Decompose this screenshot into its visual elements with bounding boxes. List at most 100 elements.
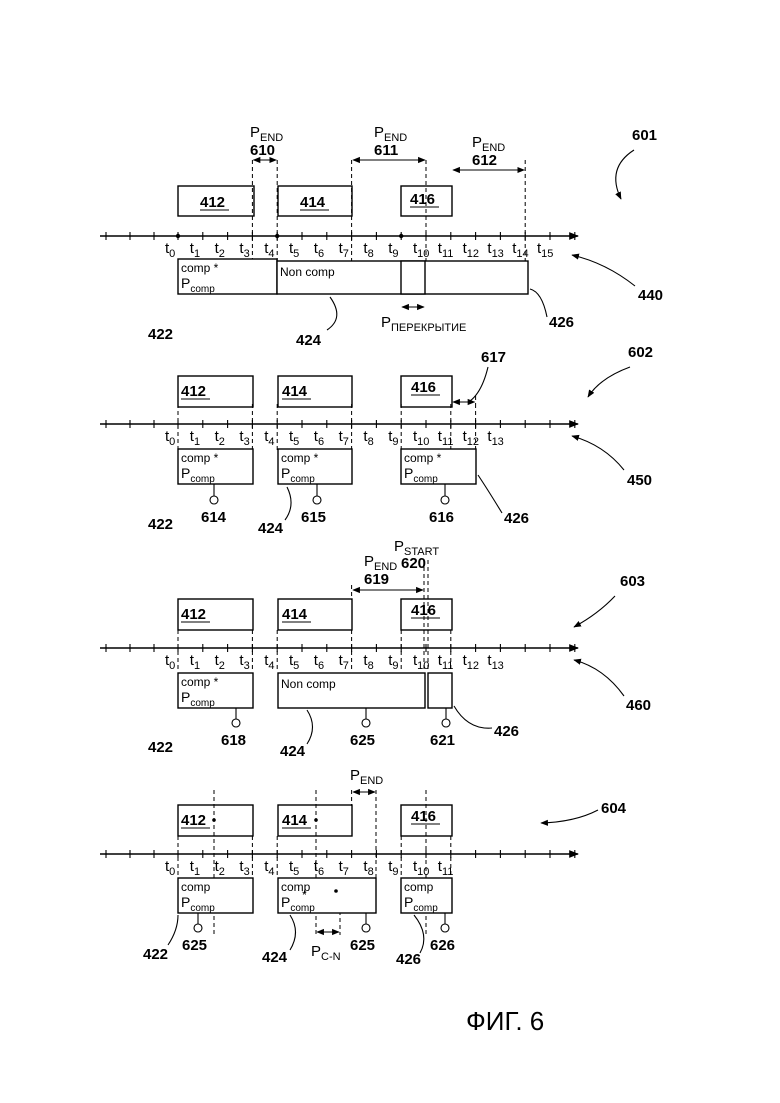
block-label-414: 414 [282,383,308,400]
block-label-416: 416 [410,191,435,208]
p-cn-label: PC-N [311,943,341,963]
tick-label-t1: t1 [190,652,200,672]
tick-label-t6: t6 [314,858,324,878]
tick-label-t8: t8 [363,652,373,672]
tick-label-t10: t10 [413,428,429,448]
pin-616-head [441,496,449,504]
block-label-412: 412 [181,606,206,623]
pin-618-head [232,719,240,727]
panel-602: t0t1t2t3t4t5t6t7t8t9t10t11t12t1341241441… [100,344,653,537]
block-label-414: 414 [282,606,308,623]
tick-label-t12: t12 [463,240,479,260]
tick-label-t5: t5 [289,858,299,878]
tick-label-t8: t8 [363,858,373,878]
box-426 [428,673,452,708]
tick-label-t3: t3 [239,652,249,672]
panel-label-602: 602 [628,344,653,361]
block-label-414: 414 [300,194,326,211]
axis-label-450: 450 [627,472,652,489]
tick-label-t5: t5 [289,240,299,260]
ref-625: 625 [350,732,375,749]
tick-label-t7: t7 [339,240,349,260]
ref-616: 616 [429,509,454,526]
interval-620: 620 [401,555,426,572]
interval-611: 611 [374,142,398,159]
block-label-412: 412 [200,194,225,211]
tick-label-t6: t6 [314,652,324,672]
tick-label-t10: t10 [413,652,429,672]
arrow-603 [574,596,615,627]
tick-label-t5: t5 [289,652,299,672]
tick-label-t9: t9 [388,858,398,878]
leader-426 [478,475,502,513]
pin-625b-head [362,924,370,932]
ref-614: 614 [201,509,227,526]
pin-621-head [442,719,450,727]
ref-621: 621 [430,732,455,749]
arrow-604 [541,810,598,823]
non-comp-text: Non comp [281,677,336,691]
pin-625a-head [194,924,202,932]
ref-426: 426 [396,951,421,968]
tick-label-t10: t10 [413,240,429,260]
tick-label-t2: t2 [215,652,225,672]
block-label-412: 412 [181,383,206,400]
tick-label-t9: t9 [388,240,398,260]
marker-dot [334,889,338,893]
tick-label-t7: t7 [339,858,349,878]
tick-label-t11: t11 [438,428,454,448]
axis-label-460: 460 [626,697,651,714]
tick-label-t13: t13 [487,428,503,448]
tick-label-t0: t0 [165,240,175,260]
ref-426: 426 [504,510,529,527]
panel-603: t0t1t2t3t4t5t6t7t8t9t10t11t12t1341241441… [100,538,651,760]
ref-625: 625 [182,937,207,954]
panel-label-603: 603 [620,573,645,590]
tick-label-t14: t14 [512,240,528,260]
p-end-label-610: PEND [250,124,283,144]
block-label-416: 416 [411,808,436,825]
tick-label-t10: t10 [413,858,429,878]
arrow-450 [572,436,624,470]
tick-label-t0: t0 [165,428,175,448]
interval-617: 617 [481,349,506,366]
comp-text: comp [404,880,434,894]
event-dot [399,234,403,238]
tick-label-t1: t1 [190,428,200,448]
axis-label-440: 440 [638,287,663,304]
tick-label-t12: t12 [463,428,479,448]
arrow-460 [574,660,624,696]
leader-424 [285,487,291,520]
ref-424: 424 [296,332,322,349]
p-end-label-611: PEND [374,124,407,144]
ref-625: 625 [350,937,375,954]
tick-label-t4: t4 [264,428,274,448]
comp-box-422-comp-text: comp * [181,675,219,689]
pin-626-head [441,924,449,932]
tick-label-t0: t0 [165,858,175,878]
comp-box-422-comp-text: comp * [181,261,219,275]
leader-424 [290,915,296,950]
ref-426: 426 [549,314,574,331]
tick-label-t3: t3 [239,858,249,878]
tick-label-t6: t6 [314,428,324,448]
ref-424: 424 [262,949,288,966]
tick-label-t4: t4 [264,858,274,878]
panel-604: t0t1t2t3t4t5t6t7t8t9t10t11412414416PENDc… [100,767,627,968]
ref-424: 424 [280,743,306,760]
p-end-label: PEND [350,767,383,787]
tick-label-t1: t1 [190,240,200,260]
tick-label-t13: t13 [487,652,503,672]
interval-612: 612 [472,152,497,169]
tick-label-t2: t2 [215,858,225,878]
leader-422 [168,915,178,945]
overlap-box [401,261,425,294]
leader-424 [327,297,337,330]
ref-626: 626 [430,937,455,954]
comp-text: comp [181,880,211,894]
tick-label-t3: t3 [239,240,249,260]
leader-426 [414,915,424,953]
block-label-412: 412 [181,812,206,829]
tick-label-t3: t3 [239,428,249,448]
